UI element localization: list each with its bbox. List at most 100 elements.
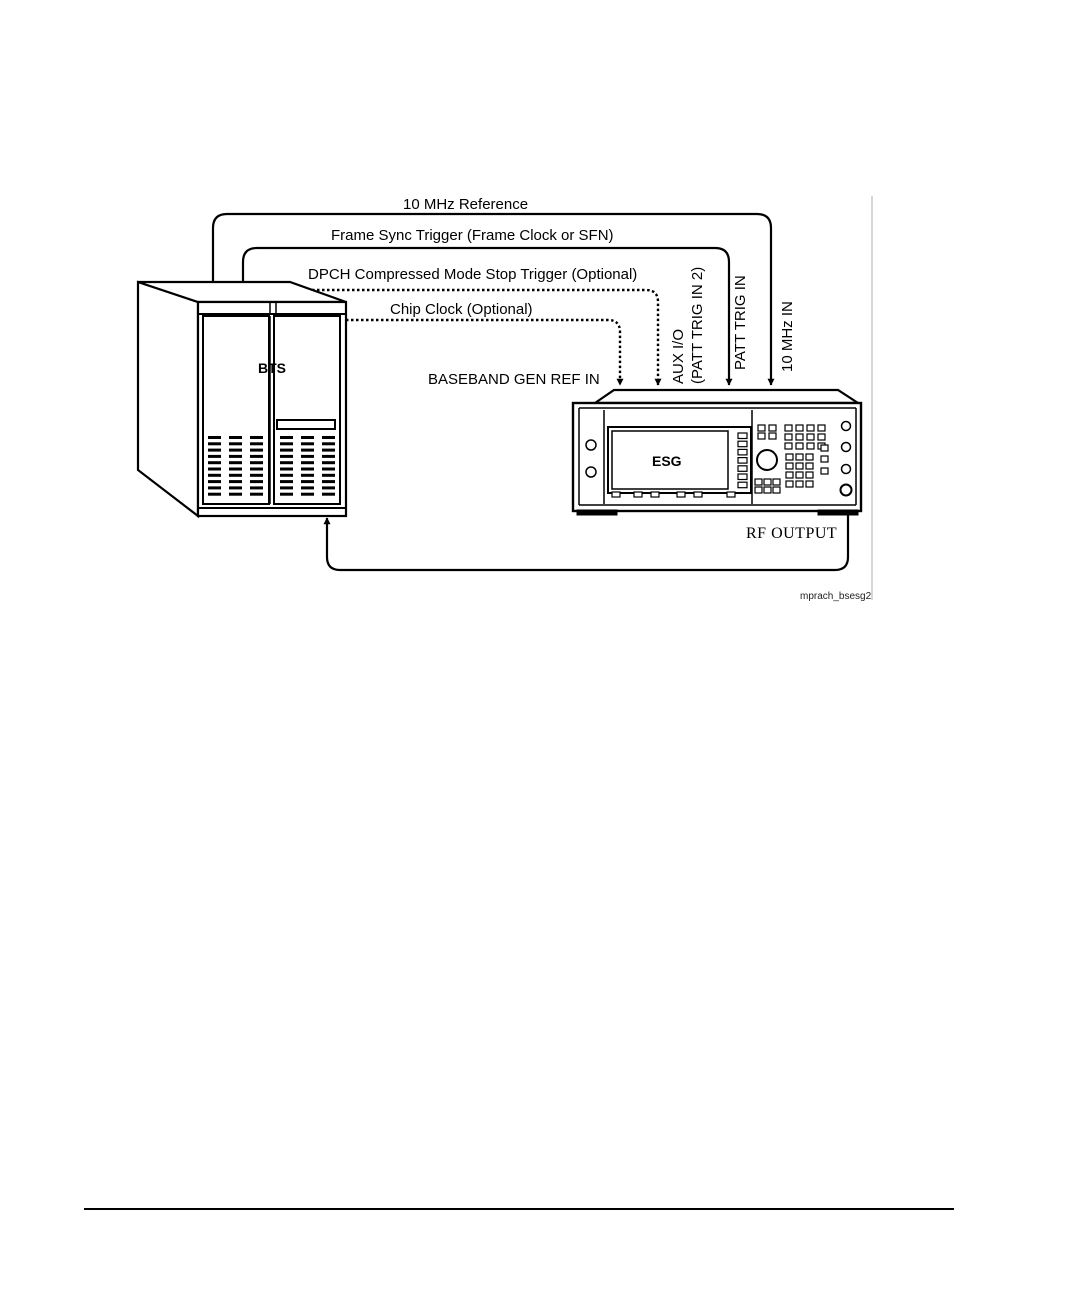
keypad-key [806,463,813,469]
vent-slat [301,480,314,483]
vent-slat [229,449,242,452]
vent-slat [280,468,293,471]
keypad-key [786,463,793,469]
esg-knob-upper-left [586,440,596,450]
keypad-key [796,434,803,440]
port-rf-output: RF OUTPUT [746,525,837,542]
port-aux-io: AUX I/O [670,329,687,384]
vent-slat [250,442,263,445]
vent-slat [301,486,314,489]
vent-slat [280,442,293,445]
softkey [738,441,747,447]
esg-foot-left [577,510,617,515]
vent-slat [322,436,335,439]
footer-rule [84,1208,954,1210]
vent-slat [280,455,293,458]
label-10mhz-reference: 10 MHz Reference [403,196,528,213]
keypad-key [769,425,776,431]
keypad-key [764,487,771,493]
vent-slat [208,461,221,464]
vent-slat [229,455,242,458]
keypad-key [806,454,813,460]
vent-slat [280,486,293,489]
bts-label: BTS [258,360,286,376]
esg-foot-right [818,510,858,515]
esg-rf-output-connector [841,485,852,496]
vent-slat [208,493,221,496]
vent-slat [250,436,263,439]
keypad-key [786,472,793,478]
keypad-key [818,434,825,440]
vent-slat [229,468,242,471]
port-patt-trig-in: PATT TRIG IN [732,275,749,370]
keypad-key [773,487,780,493]
esg-softkeys [738,433,747,488]
vent-slat [208,474,221,477]
vent-slat [229,474,242,477]
vent-slat [280,493,293,496]
keypad-key [785,425,792,431]
vent-slat [280,461,293,464]
vent-slat [322,449,335,452]
esg-knob-lower-left [586,467,596,477]
vent-slat [208,486,221,489]
vent-slat [250,449,263,452]
keypad-key [796,472,803,478]
vent-slat [250,493,263,496]
port-baseband-gen-ref-in: BASEBAND GEN REF IN [428,371,600,388]
vent-slat [208,480,221,483]
vent-slat [250,480,263,483]
vent-slat [301,449,314,452]
softkey [738,482,747,488]
vent-slat [322,486,335,489]
port-10mhz-in: 10 MHz IN [779,301,796,372]
vent-slat [301,436,314,439]
vent-slat [208,449,221,452]
vent-slat [322,455,335,458]
vent-slat [322,493,335,496]
keypad-key [807,425,814,431]
vent-slat [229,480,242,483]
vent-slat [301,468,314,471]
keypad-key [758,425,765,431]
vent-slat [280,474,293,477]
label-dpch-stop-trigger: DPCH Compressed Mode Stop Trigger (Optio… [308,266,637,283]
keypad-key [755,487,762,493]
keypad-key [806,472,813,478]
vent-slat [208,436,221,439]
figure-id: mprach_bsesg2 [800,591,872,602]
keypad-key [769,433,776,439]
vent-slat [250,461,263,464]
vent-slat [280,436,293,439]
vent-slat [301,461,314,464]
vent-slat [301,493,314,496]
esg-instrument [573,390,861,515]
vent-slat [208,455,221,458]
keypad-key [807,434,814,440]
vent-slat [229,486,242,489]
keypad-key [786,454,793,460]
keypad-key [818,425,825,431]
bts-handle [277,420,335,429]
vent-slat [208,468,221,471]
vent-slat [322,474,335,477]
keypad-key [758,433,765,439]
vent-slat [322,468,335,471]
keypad-key [764,479,771,485]
label-chip-clock: Chip Clock (Optional) [390,301,533,318]
vent-slat [322,461,335,464]
vent-slat [301,474,314,477]
keypad-key [755,479,762,485]
keypad-key [821,445,828,451]
vent-slat [301,455,314,458]
esg-top [595,390,858,403]
vent-slat [250,474,263,477]
vent-slat [250,468,263,471]
keypad-key [796,454,803,460]
keypad-key [807,443,814,449]
keypad-key [796,463,803,469]
bts-side-panel [138,282,198,516]
softkey [738,474,747,480]
keypad-key [773,479,780,485]
